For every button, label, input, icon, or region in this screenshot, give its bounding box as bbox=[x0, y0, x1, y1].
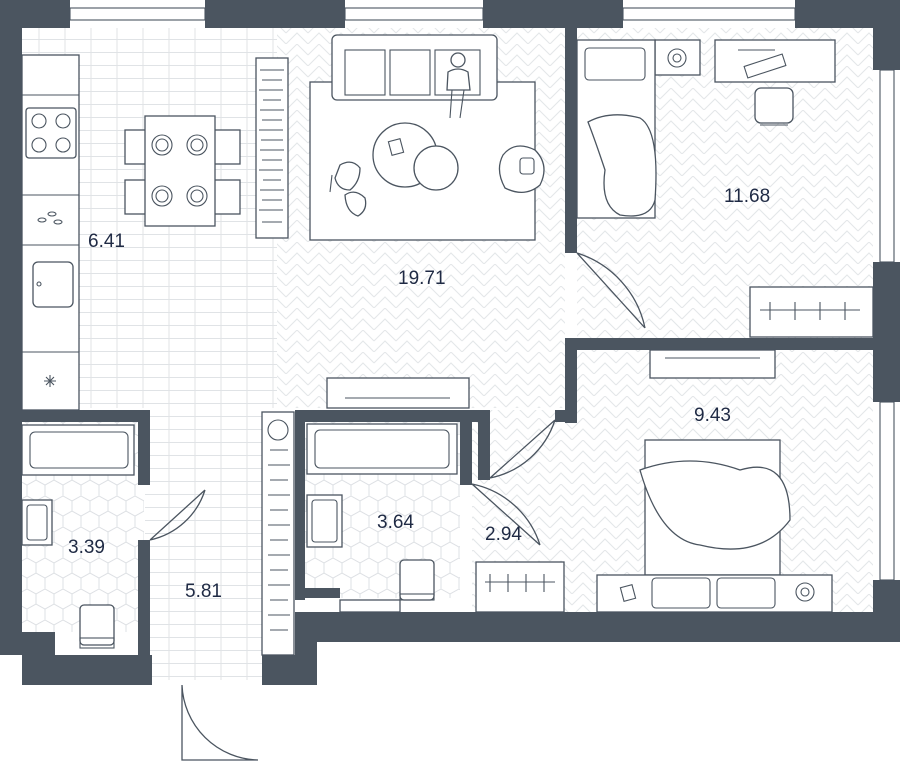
area-bedroom-2: 9.43 bbox=[694, 405, 731, 426]
office-chair bbox=[754, 87, 794, 126]
washbasin-2 bbox=[306, 494, 343, 548]
windows bbox=[69, 7, 895, 581]
doors bbox=[149, 252, 646, 761]
area-kitchen: 6.41 bbox=[88, 231, 125, 252]
bed-2-headboard bbox=[596, 574, 833, 613]
armchair bbox=[498, 145, 545, 193]
area-bathroom-1: 3.39 bbox=[68, 537, 105, 558]
wardrobe-rack bbox=[475, 561, 565, 613]
toilet-1 bbox=[79, 604, 115, 649]
dresser bbox=[649, 349, 776, 379]
area-bathroom-2: 3.64 bbox=[377, 512, 414, 533]
area-wardrobe: 2.94 bbox=[485, 524, 522, 545]
desk bbox=[714, 39, 836, 83]
sink-icon bbox=[32, 261, 74, 308]
washing-machine bbox=[339, 599, 401, 613]
area-labels: 6.41 19.71 11.68 9.43 3.39 5.81 3.64 2.9… bbox=[68, 186, 770, 602]
cat-icon bbox=[329, 161, 367, 217]
bathtub-1 bbox=[21, 424, 135, 476]
hallway-wardrobe bbox=[261, 411, 295, 656]
toilet-2 bbox=[399, 559, 435, 601]
nightstand-1 bbox=[654, 39, 701, 76]
hallway-floor bbox=[145, 405, 267, 680]
washbasin-1 bbox=[21, 499, 53, 546]
herbs-icon bbox=[37, 211, 63, 225]
dining-table bbox=[124, 115, 241, 227]
area-bedroom-1: 11.68 bbox=[724, 186, 770, 207]
bed-2 bbox=[639, 439, 791, 576]
fan-icon bbox=[44, 375, 56, 387]
tv-console bbox=[326, 377, 470, 409]
walls bbox=[0, 0, 900, 685]
area-living: 19.71 bbox=[398, 268, 446, 289]
bed-1 bbox=[576, 39, 657, 219]
stove-icon bbox=[25, 107, 77, 159]
sofa bbox=[331, 34, 498, 101]
bathtub-2 bbox=[306, 423, 458, 475]
coffee-table bbox=[372, 122, 459, 191]
wardrobe-1 bbox=[749, 286, 874, 338]
bookshelf bbox=[255, 57, 289, 239]
person-icon bbox=[446, 52, 471, 119]
area-hallway: 5.81 bbox=[185, 581, 222, 602]
